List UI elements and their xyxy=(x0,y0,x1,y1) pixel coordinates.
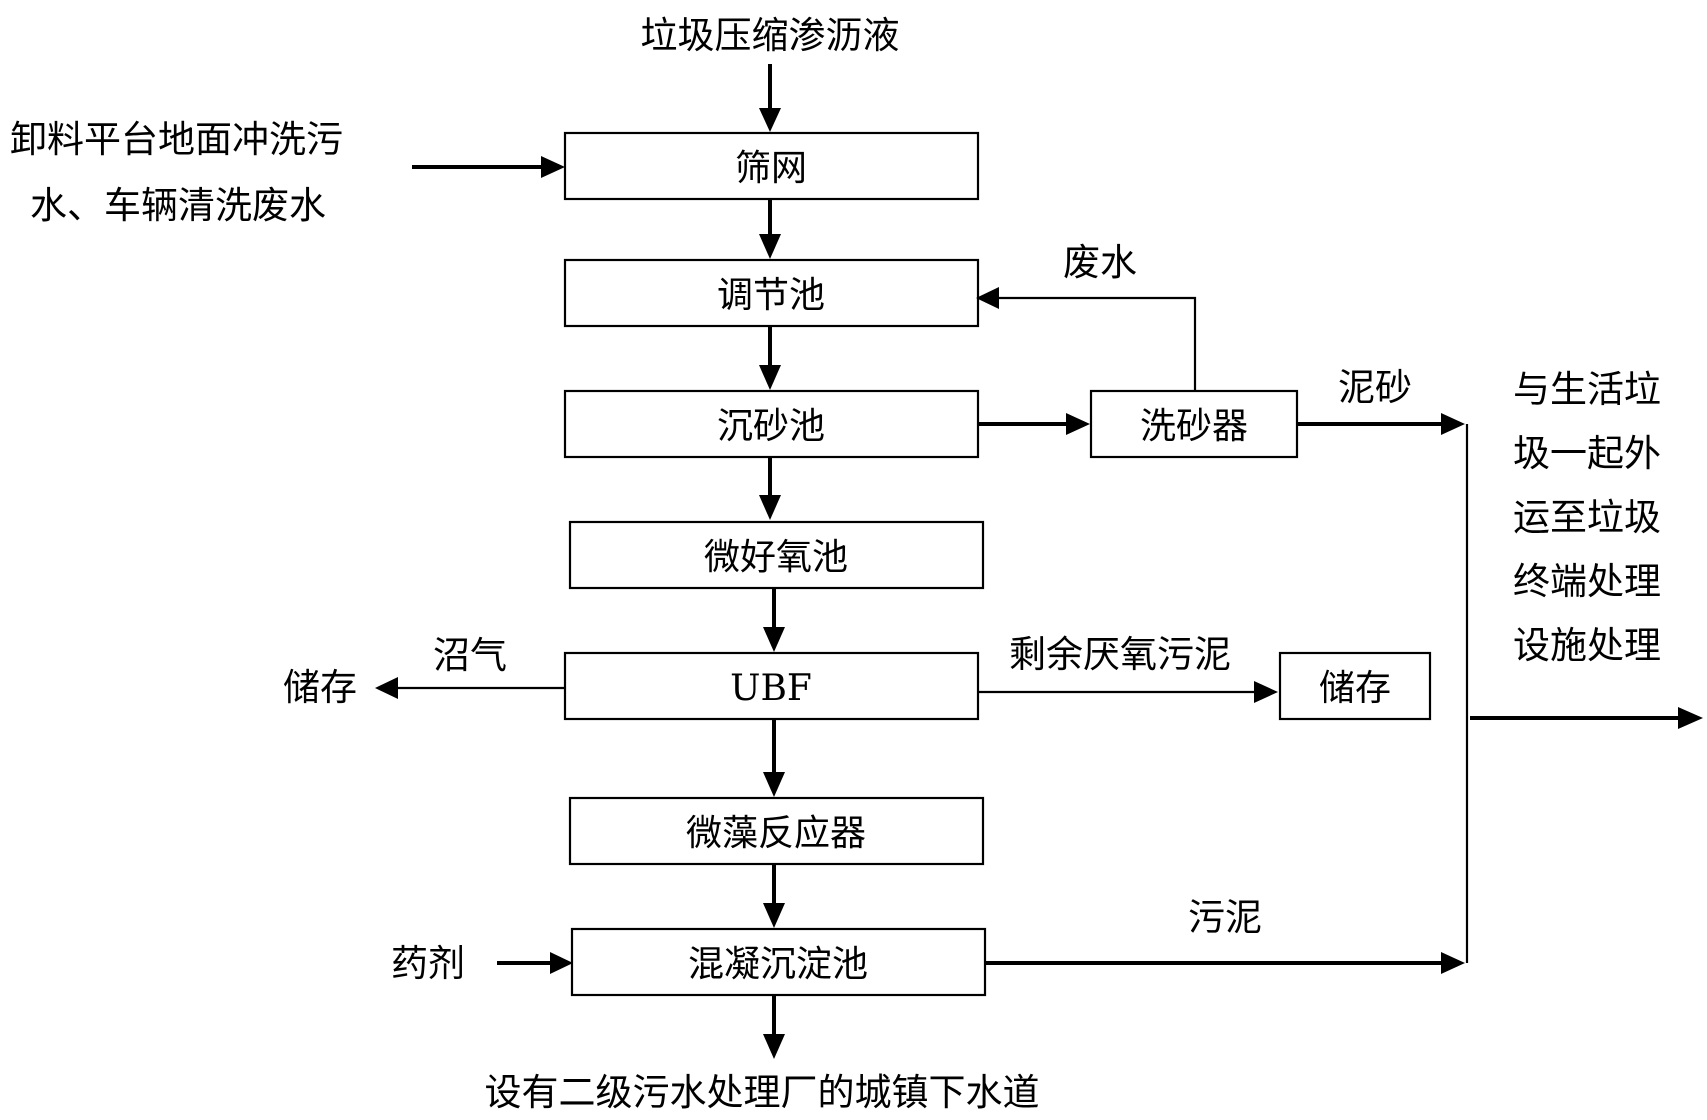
disposal-collector-line xyxy=(1465,424,1703,963)
disposal-label-line3: 运至垃圾 xyxy=(1513,496,1661,539)
box-sand-washer-label: 洗砂器 xyxy=(1140,406,1248,447)
arrow-ubf-to-microalgae xyxy=(763,719,785,797)
box-microalgae-reactor: 微藻反应器 xyxy=(568,796,985,866)
arrow-sandwasher-grit-out xyxy=(1297,413,1465,435)
label-storage-biogas: 储存 xyxy=(283,666,357,709)
disposal-label-line4: 终端处理 xyxy=(1513,560,1661,603)
arrow-ubf-sludge-to-storage xyxy=(978,681,1278,703)
arrow-chemicals-to-coagulation xyxy=(497,952,573,974)
label-chemicals: 药剂 xyxy=(391,942,465,985)
label-biogas: 沼气 xyxy=(433,634,507,677)
box-sand-washer: 洗砂器 xyxy=(1089,389,1299,459)
disposal-label-line1: 与生活垃 xyxy=(1513,368,1661,411)
arrow-grit-to-sandwasher xyxy=(978,413,1090,435)
disposal-label-line5: 设施处理 xyxy=(1513,624,1661,667)
box-storage-sludge-label: 储存 xyxy=(1319,668,1391,709)
arrow-microaerobic-to-ubf xyxy=(763,588,785,652)
label-grit: 泥砂 xyxy=(1338,366,1412,409)
box-ubf: UBF xyxy=(563,651,980,721)
input-leachate-label: 垃圾压缩渗沥液 xyxy=(641,14,900,57)
box-grit-chamber: 沉砂池 xyxy=(563,389,980,459)
disposal-label-line2: 圾一起外 xyxy=(1513,432,1661,475)
output-sewer-label: 设有二级污水处理厂的城镇下水道 xyxy=(485,1071,1040,1114)
arrow-coagulation-sludge-out xyxy=(985,952,1465,974)
box-storage-sludge: 储存 xyxy=(1278,651,1432,721)
arrow-regulating-to-grit xyxy=(759,326,781,390)
box-ubf-label: UBF xyxy=(730,668,812,709)
box-micro-aerobic-tank-label: 微好氧池 xyxy=(704,537,848,578)
input-washwater-label-line1: 卸料平台地面冲洗污 xyxy=(10,118,343,161)
arrow-ubf-biogas-to-storage xyxy=(375,677,565,699)
box-micro-aerobic-tank: 微好氧池 xyxy=(568,520,985,590)
input-washwater-label-line2: 水、车辆清洗废水 xyxy=(30,184,326,227)
box-regulating-tank: 调节池 xyxy=(563,258,980,328)
arrow-screen-to-regulating xyxy=(759,199,781,259)
box-coagulation-tank: 混凝沉淀池 xyxy=(570,927,987,997)
arrow-washwater-to-screen xyxy=(412,156,565,178)
arrow-sandwasher-wastewater-return xyxy=(976,287,1197,391)
box-grit-chamber-label: 沉砂池 xyxy=(717,406,825,447)
label-wastewater: 废水 xyxy=(1063,241,1137,284)
arrow-microalgae-to-coagulation xyxy=(763,864,785,928)
box-coagulation-tank-label: 混凝沉淀池 xyxy=(688,944,868,985)
box-screen: 筛网 xyxy=(563,131,980,201)
box-microalgae-reactor-label: 微藻反应器 xyxy=(686,813,866,854)
box-screen-label: 筛网 xyxy=(735,148,807,189)
label-sludge: 污泥 xyxy=(1188,896,1262,939)
box-regulating-tank-label: 调节池 xyxy=(717,275,825,316)
arrow-grit-to-microaerobic xyxy=(759,457,781,520)
arrow-leachate-to-screen xyxy=(759,64,781,132)
arrow-coagulation-to-sewer xyxy=(763,995,785,1059)
label-excess-sludge: 剩余厌氧污泥 xyxy=(1009,633,1231,676)
